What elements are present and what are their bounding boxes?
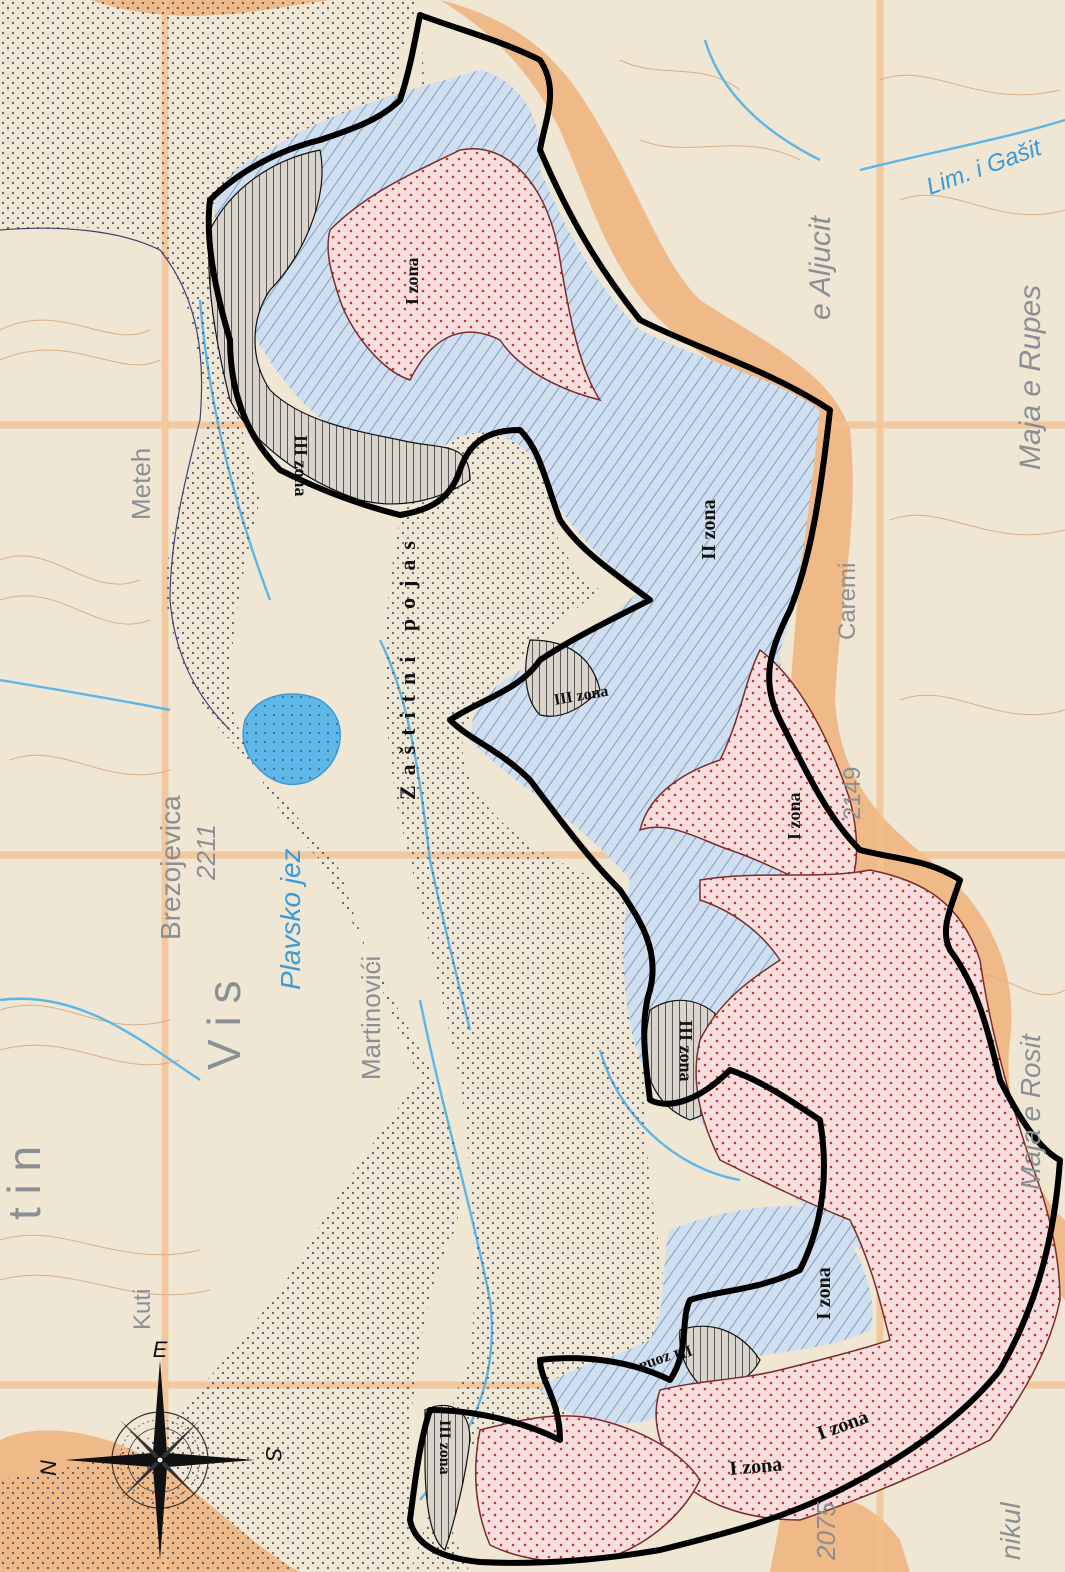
label-zone1-c: I zona bbox=[813, 1267, 835, 1320]
catchment-boundary bbox=[205, 12, 1063, 1566]
label-t-i-n: t i n bbox=[0, 1146, 50, 1220]
compass-south: S bbox=[261, 1447, 286, 1462]
protective-belt-area bbox=[0, 0, 461, 1572]
label-zone1-a: I zona bbox=[402, 257, 422, 305]
label-peak-2149: 2149 bbox=[839, 767, 866, 820]
label-peak-2211: 2211 bbox=[191, 824, 221, 881]
label-zone3-c: III zona bbox=[676, 1020, 696, 1082]
label-zone3-a: III zona bbox=[291, 435, 311, 497]
zone-outline-belt bbox=[0, 227, 231, 731]
zone1-areas bbox=[327, 148, 1061, 1563]
label-zone2: II zona bbox=[698, 499, 720, 560]
compass-rose: E W N S bbox=[36, 1337, 286, 1572]
label-zone1-b: I zona bbox=[784, 792, 804, 840]
label-protective-belt: Zaštitni pojas bbox=[395, 531, 420, 800]
label-caremi: Caremi bbox=[834, 563, 861, 640]
zone2-lower-area bbox=[540, 1206, 873, 1424]
label-martinovici: Martinovići bbox=[356, 956, 386, 1080]
compass-east: E bbox=[153, 1337, 168, 1362]
label-maja-rosit: Maja e Rosit bbox=[1015, 1033, 1046, 1190]
contour-lines bbox=[0, 59, 1065, 1296]
label-meteh: Meteh bbox=[126, 448, 156, 520]
label-brezojevica: Brezojevica bbox=[155, 795, 186, 940]
label-maja-rupes: Maja e Rupes bbox=[1014, 285, 1047, 470]
plavsko-lake bbox=[242, 693, 341, 786]
label-aljucit: e Aljucit bbox=[804, 214, 837, 320]
label-nikul: nikul bbox=[995, 1502, 1026, 1560]
label-kuti: Kuti bbox=[129, 1289, 156, 1330]
label-v-i-s: V i s bbox=[198, 981, 250, 1070]
label-zone1-e: I zona bbox=[729, 1453, 784, 1480]
label-peak-2075: 2075 bbox=[811, 1502, 841, 1561]
compass-north: N bbox=[36, 1460, 61, 1476]
label-plavsko-jez: Plavsko jez bbox=[275, 848, 306, 990]
label-zone3-e: III zona bbox=[436, 1420, 453, 1475]
